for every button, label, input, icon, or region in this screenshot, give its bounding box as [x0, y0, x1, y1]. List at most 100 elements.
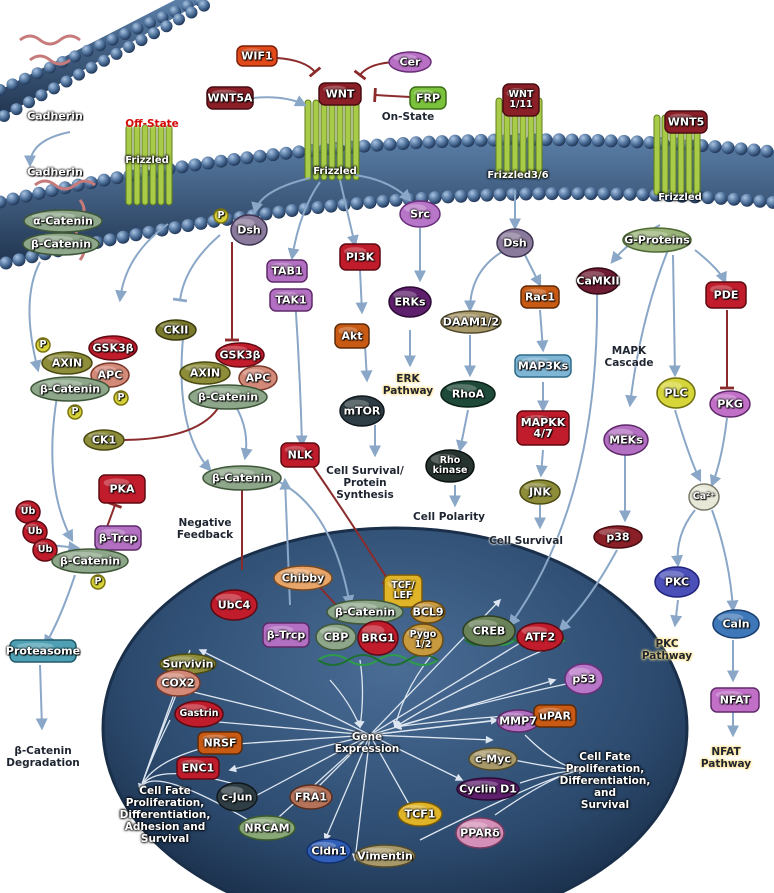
frizzled-left [125, 124, 173, 206]
cox2-protein-highlight [160, 673, 186, 682]
cjun-protein [216, 782, 258, 812]
tcf1-protein-highlight [402, 804, 428, 813]
beta-catenin-left-protein [30, 376, 110, 402]
wnt-protein-highlight [323, 85, 347, 93]
erks-protein [388, 286, 432, 318]
cbp-protein-highlight [320, 627, 343, 636]
cell-fate-left-label: Cell Fate Proliferation, Differentiation… [119, 785, 211, 845]
beta-catenin-membrane-protein [22, 232, 100, 256]
pde-protein-highlight [710, 285, 733, 294]
upar-protein-highlight [538, 707, 562, 715]
p38-protein-highlight [598, 528, 626, 536]
beta-catenin-mid-protein-highlight [196, 387, 241, 396]
tab1-protein [266, 259, 308, 283]
ca2-protein [688, 483, 720, 511]
ckii-protein-highlight [160, 322, 183, 329]
nrsf-protein [197, 731, 243, 755]
signaling-arrows [24, 57, 739, 862]
frizzled-right [653, 114, 701, 196]
fra1-protein [289, 784, 333, 810]
ckii-protein [155, 319, 197, 341]
plc-protein [656, 377, 696, 409]
alpha-catenin-protein-highlight [31, 212, 76, 220]
meks-protein-highlight [608, 428, 634, 439]
frizzled-36 [495, 97, 543, 179]
ubc4-protein-highlight [215, 593, 242, 604]
camkii-protein [576, 267, 620, 295]
p38-protein [593, 525, 643, 549]
axin-mid-protein [179, 361, 231, 385]
beta-catenin-nuc-protein [326, 599, 404, 625]
fra1-protein-highlight [294, 787, 318, 796]
rac1-protein-highlight [524, 288, 547, 296]
vimentin-protein-highlight [361, 847, 395, 855]
erk-pathway-label: ERK Pathway [382, 373, 434, 397]
creb-protein-highlight [468, 619, 498, 630]
dsh-right-protein-highlight [500, 232, 521, 242]
akt-protein [334, 323, 370, 349]
pka-protein-highlight [103, 478, 130, 488]
mmp7-protein-highlight [501, 712, 525, 720]
cyclin-d1-protein [456, 777, 520, 801]
atf2-protein-highlight [521, 626, 548, 636]
nfat-pathway-label: NFAT Pathway [700, 746, 752, 770]
g-proteins-protein-highlight [629, 230, 668, 239]
ub3-protein [32, 538, 58, 562]
dsh-left-protein [230, 214, 268, 246]
nrsf-protein-highlight [202, 734, 228, 742]
frp-protein [409, 86, 447, 110]
cmyc-protein [468, 747, 518, 771]
cell-polarity-label: Cell Polarity [413, 511, 485, 523]
survivin-protein-highlight [165, 656, 197, 663]
atf2-protein [516, 622, 564, 652]
cmyc-protein-highlight [473, 750, 501, 758]
proteasome-protein-highlight [16, 642, 54, 650]
dsh-left-protein-highlight [234, 218, 255, 229]
nlk-protein [280, 442, 320, 468]
pkc-protein [654, 566, 700, 598]
dsh-right-protein [496, 228, 534, 258]
ppard-protein-highlight [460, 821, 488, 832]
ub3-protein-highlight [35, 541, 49, 549]
off-state-label: Off-State [125, 118, 179, 130]
map3ks-protein-highlight [520, 357, 552, 365]
nrcam-protein-highlight [244, 818, 276, 827]
daam-protein-highlight [447, 313, 481, 321]
beta-catenin-membrane-protein-highlight [30, 235, 74, 243]
upar-protein [533, 704, 577, 728]
nlk-protein-highlight [284, 445, 307, 454]
ck1-protein-highlight [88, 432, 111, 439]
mapk-cascade-label: MAPK Cascade [604, 345, 654, 369]
frizzled-left-label: Frizzled [125, 155, 169, 166]
cldn1-protein [306, 838, 352, 864]
wnt1-11-protein-highlight [506, 87, 527, 99]
wnt5-protein [664, 110, 708, 134]
rhoa-protein [440, 380, 496, 408]
src-protein [399, 200, 441, 228]
pkg-protein [709, 390, 751, 418]
ppard-protein [455, 817, 505, 849]
cox2-protein [155, 669, 201, 697]
enc1-protein [176, 756, 220, 780]
cer-protein [388, 51, 432, 73]
on-state-label: On-State [381, 111, 435, 123]
gastrin-protein-highlight [179, 704, 207, 713]
beta-catenin-mid-protein [188, 384, 268, 410]
protein-nodes [9, 45, 760, 868]
p-deg-protein [90, 574, 106, 590]
tcf-lef-protein [383, 574, 423, 608]
chibby-protein [273, 565, 333, 591]
akt-protein-highlight [338, 326, 358, 335]
wnt5a-protein-highlight [211, 89, 238, 97]
pkc-pathway-label: PKC Pathway [641, 638, 693, 662]
gsk3b-mid-protein-highlight [220, 345, 248, 354]
daam-protein [440, 310, 502, 334]
axin-left-protein-highlight [47, 354, 75, 362]
frizzled-center-label: Frizzled [313, 166, 357, 177]
frizzled-36-label: Frizzled3/6 [487, 170, 549, 181]
beta-catenin-deg-protein-highlight [59, 551, 103, 560]
frp-protein-highlight [413, 89, 434, 97]
bcl9-protein [410, 600, 446, 624]
